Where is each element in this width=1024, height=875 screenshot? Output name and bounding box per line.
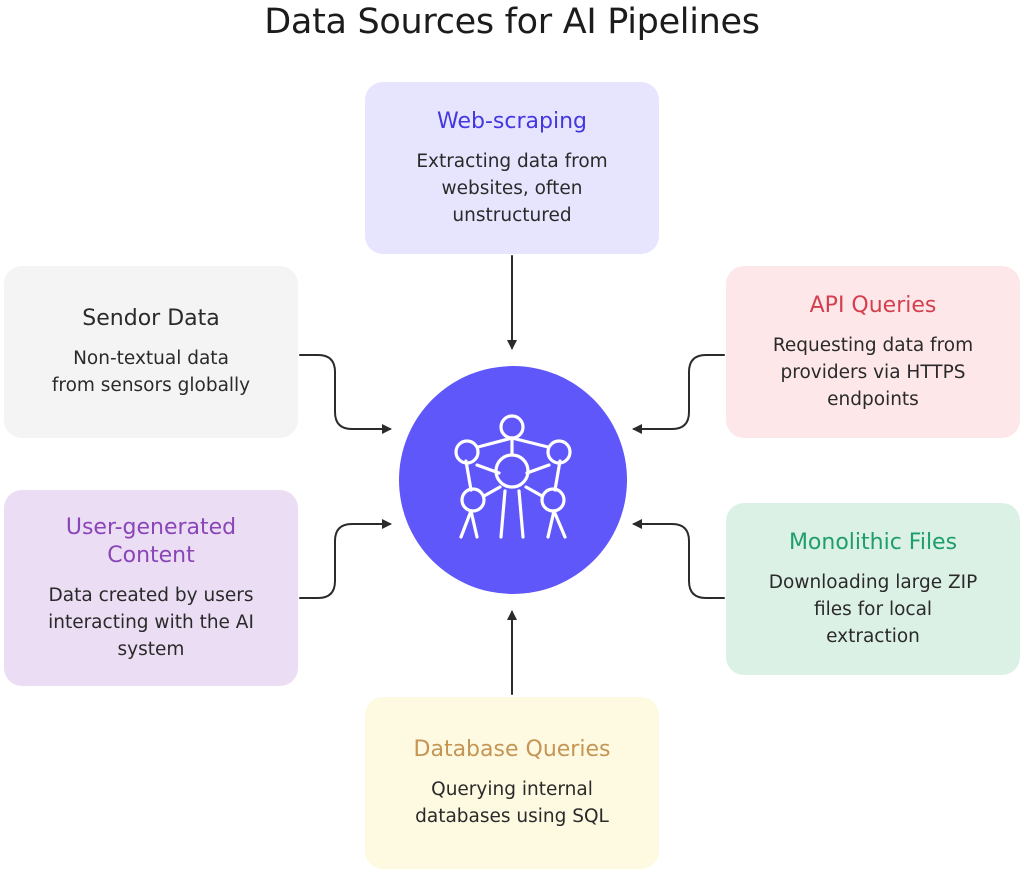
database-queries-description: Querying internal databases using SQL <box>415 779 609 827</box>
sensor-data-description: Non-textual data from sensors globally <box>51 348 251 396</box>
api-queries-heading: API Queries <box>809 292 937 318</box>
arrow-user-generated <box>299 519 392 599</box>
web-scraping-heading: Web-scraping <box>437 108 587 134</box>
ai-pipeline-hub <box>399 366 627 594</box>
sensor-data-card: Sendor Data Non-textual data from sensor… <box>4 266 298 438</box>
database-queries-heading: Database Queries <box>413 737 611 762</box>
arrow-api-queries <box>632 354 725 434</box>
api-queries-description: Requesting data from providers via HTTPS… <box>772 334 974 410</box>
user-generated-card: User-generated Content Data created by u… <box>4 490 298 686</box>
monolithic-files-heading: Monolithic Files <box>788 529 958 555</box>
monolithic-files-card: Monolithic Files Downloading large ZIP f… <box>726 503 1020 675</box>
database-queries-card: Database Queries Querying internal datab… <box>365 697 659 869</box>
web-scraping-description: Extracting data from websites, often uns… <box>416 150 608 226</box>
atom-molecule-icon <box>454 414 572 539</box>
api-queries-card: API Queries Requesting data from provide… <box>726 266 1020 438</box>
arrow-monolithic-files <box>632 519 725 599</box>
sensor-data-heading: Sendor Data <box>82 306 220 331</box>
user-generated-description: Data created by users interacting with t… <box>48 584 254 660</box>
monolithic-files-description: Downloading large ZIP files for local ex… <box>768 571 978 647</box>
web-scraping-card: Web-scraping Extracting data from websit… <box>365 82 659 254</box>
diagram-title: Data Sources for AI Pipelines <box>264 2 760 42</box>
arrow-sensor-data <box>299 354 392 434</box>
user-generated-heading: User-generated Content <box>65 514 237 568</box>
